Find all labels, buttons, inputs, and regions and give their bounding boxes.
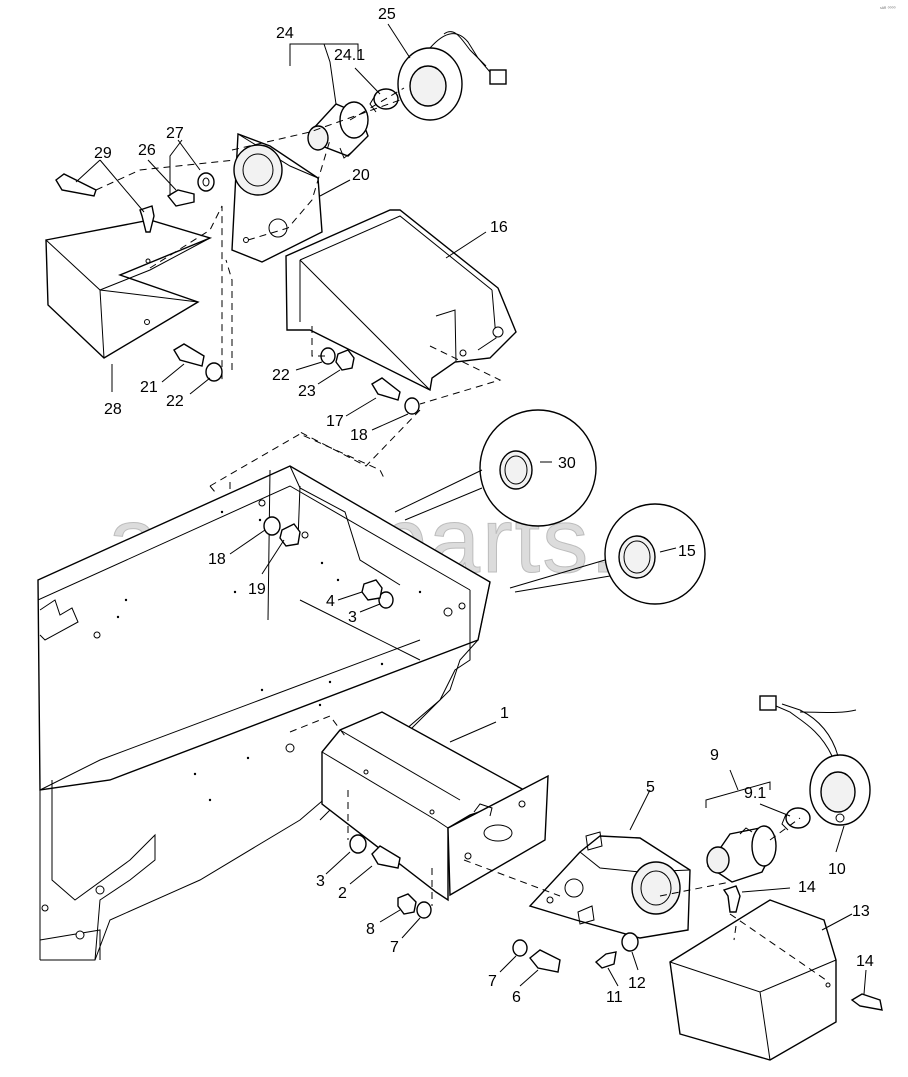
leader-lines [75,23,867,995]
nut-23 [335,349,355,371]
screw-26 [166,189,195,207]
callout-23: 23 [298,383,316,400]
nut-19 [279,523,301,547]
callout-17: 17 [326,413,344,430]
callout-10: 10 [828,861,846,878]
cover-13 [669,899,837,1061]
callout-7-left: 7 [390,939,399,956]
nut-8 [397,893,417,915]
callout-2: 2 [338,885,347,902]
screw-29 [55,173,155,233]
washer-27 [197,172,215,192]
callout-1: 1 [500,705,509,722]
housing-1 [321,711,549,902]
lamp-holder-9 [706,825,777,883]
callout-22-left: 22 [166,393,184,410]
callout-15: 15 [678,543,696,560]
callout-24: 24 [276,25,294,42]
callout-30: 30 [558,455,576,472]
callout-29: 29 [94,145,112,162]
callout-18-top: 18 [350,427,368,444]
bulb-24-1 [369,88,399,113]
callout-27: 27 [166,125,184,142]
lamp-ring-10 [759,695,871,826]
callout-9-1: 9.1 [744,785,766,802]
callout-24-1: 24.1 [334,47,365,64]
callout-8: 8 [366,921,375,938]
bracket-20 [231,133,323,263]
screw-21 [173,343,205,367]
lower-dashed-lines [289,715,827,981]
corner-mark: ˢᴬᴿ ⁰⁰⁰⁰ [880,6,896,12]
washer-22 [205,347,336,382]
lamp-holder-24 [307,101,369,159]
detail-circle-15 [509,503,706,605]
detail-circle-30 [394,409,597,527]
callout-4: 4 [326,593,335,610]
callout-14-top: 14 [798,879,816,896]
callout-26: 26 [138,142,156,159]
upper-dashed-lines [95,87,502,467]
callout-20: 20 [352,167,370,184]
callout-13: 13 [852,903,870,920]
callout-9: 9 [710,747,719,764]
callout-16: 16 [490,219,508,236]
callout-6: 6 [512,989,521,1006]
screw-14 [722,885,883,1011]
callout-5: 5 [646,779,655,796]
washer-12 [621,932,639,952]
housing-16 [285,209,517,392]
nut-4 [361,579,383,601]
callout-14-bottom: 14 [856,953,874,970]
washer-3 [349,591,394,854]
callout-3-frame: 3 [348,609,357,626]
callout-12: 12 [628,975,646,992]
screw-6 [529,949,561,973]
cover-28 [45,219,213,359]
screw-11 [594,951,617,969]
washer-18 [263,397,420,536]
screw-2 [371,845,401,869]
callout-labels: 24 25 24.1 27 26 29 20 16 21 22 28 22 23… [94,6,874,1006]
callout-25: 25 [378,6,396,23]
callout-21: 21 [140,379,158,396]
callout-28: 28 [104,401,122,418]
lamp-ring-25 [397,31,507,121]
bracket-5 [528,831,691,939]
screw-17 [371,377,401,401]
callout-11: 11 [606,989,623,1006]
callout-3-lower: 3 [316,873,325,890]
washer-7 [416,901,528,957]
callout-22-right: 22 [272,367,290,384]
callout-18-frame: 18 [208,551,226,568]
bulb-9-1 [781,807,811,831]
callout-7-right: 7 [488,973,497,990]
callout-19: 19 [248,581,266,598]
